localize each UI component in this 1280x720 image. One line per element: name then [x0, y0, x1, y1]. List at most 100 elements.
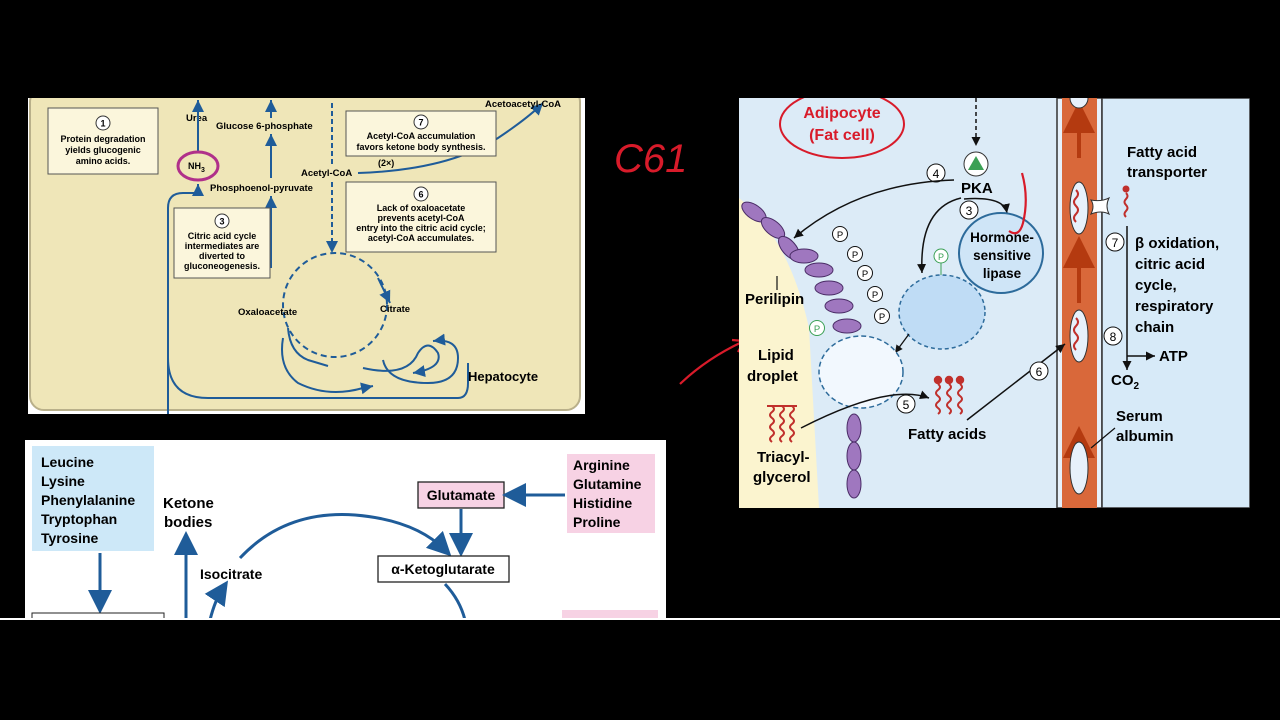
fat-region	[739, 198, 819, 508]
hepatocyte-figure: 1 Protein degradation yields glucogenic …	[29, 98, 581, 414]
amino-phenylalanine: Phenylalanine	[41, 492, 135, 508]
step-7-box: 7 Acetyl-CoA accumulation favors ketone …	[345, 110, 497, 157]
amino-leucine: Leucine	[41, 454, 94, 470]
svg-text:prevents acetyl-CoA: prevents acetyl-CoA	[377, 213, 465, 223]
fatty-acids-icon	[933, 375, 965, 415]
amino-acid-degradation-diagram: Leucine Lysine Phenylalanine Tryptophan …	[25, 440, 666, 620]
citrate-label: Citrate	[380, 304, 410, 315]
step-8-marker: 8	[1110, 330, 1117, 344]
svg-text:yields glucogenic: yields glucogenic	[65, 145, 141, 155]
serum-albumin-label: Serum	[1116, 408, 1163, 425]
svg-text:P: P	[872, 290, 878, 301]
amino-glutamine: Glutamine	[573, 476, 642, 492]
amino-proline: Proline	[573, 514, 621, 530]
glutamate-label: Glutamate	[427, 487, 496, 503]
nh3-label: NH3	[188, 161, 205, 174]
svg-text:P: P	[879, 312, 885, 323]
alpha-ketoglutarate-box	[377, 555, 510, 583]
fatty-acid-transporter-label: Fatty acid	[1127, 144, 1197, 161]
fat-cell-subtitle: (Fat cell)	[809, 127, 875, 144]
triacylglycerol-label-2: glycerol	[753, 469, 811, 486]
serum-albumin-label-2: albumin	[1116, 428, 1174, 445]
svg-text:P: P	[862, 269, 868, 280]
urea-label: Urea	[186, 113, 208, 124]
pka-triangle-icon	[968, 156, 984, 170]
step-5-marker: 5	[903, 398, 910, 412]
svg-text:3: 3	[219, 217, 224, 227]
handwritten-red-mark	[1008, 172, 1027, 235]
hepatocyte-diagram: 1 Protein degradation yields glucogenic …	[28, 98, 585, 414]
svg-text:amino acids.: amino acids.	[76, 156, 131, 166]
bottom-divider	[0, 618, 1280, 620]
perilipin-label: Perilipin	[745, 291, 804, 308]
amino-arginine: Arginine	[573, 457, 630, 473]
perilipin-chain	[741, 201, 862, 334]
hepatocyte-label: Hepatocyte	[468, 369, 538, 384]
ketone-bodies-label: Ketone	[163, 495, 214, 512]
lipid-droplet-label-2: droplet	[747, 368, 798, 385]
amino-lysine: Lysine	[41, 473, 85, 489]
adipocyte-diagram: Fatty acid transporter 7 β oxidation, ci…	[739, 98, 1250, 508]
svg-text:6: 6	[418, 190, 423, 200]
svg-text:acetyl-CoA accumulates.: acetyl-CoA accumulates.	[368, 233, 474, 243]
hsl-label-3: lipase	[983, 266, 1022, 281]
acetoacetyl-coa-label: Acetoacetyl-CoA	[485, 99, 561, 110]
step-4-marker: 4	[933, 167, 940, 181]
svg-text:gluconeogenesis.: gluconeogenesis.	[184, 261, 260, 271]
lipid-droplet	[818, 335, 904, 409]
fatty-acids-label: Fatty acids	[908, 426, 986, 443]
adipocyte-title: Adipocyte	[803, 105, 880, 122]
amino-histidine: Histidine	[573, 495, 632, 511]
two-x-label: (2×)	[378, 158, 394, 168]
step-3-box: 3 Citric acid cycle intermediates are di…	[173, 207, 271, 279]
co2-label: CO2	[1111, 372, 1140, 392]
svg-text:1: 1	[100, 119, 105, 129]
atp-label: ATP	[1159, 348, 1188, 365]
fatty-acid-transporter-label-2: transporter	[1127, 164, 1207, 181]
citric-acid-label: citric acid	[1135, 256, 1205, 273]
perilipin-phosphates: P P P P P P	[809, 226, 890, 336]
ketogenic-amino-acids-box	[32, 446, 154, 551]
adipocyte-title-circle	[779, 98, 905, 159]
svg-text:C61: C61	[614, 137, 687, 181]
acetyl-coa-label: Acetyl-CoA	[301, 168, 352, 179]
lipid-droplet-label: Lipid	[758, 347, 794, 364]
step-6-marker: 6	[1036, 365, 1043, 379]
hormone-sensitive-lipase	[958, 212, 1044, 294]
isocitrate-label: Isocitrate	[200, 566, 262, 582]
oxaloacetate-label: Oxaloacetate	[238, 307, 297, 318]
glucose-6-phosphate-label: Glucose 6-phosphate	[216, 121, 313, 132]
citric-acid-cycle	[282, 252, 388, 358]
svg-text:P: P	[837, 230, 843, 241]
svg-text:favors ketone body synthesis.: favors ketone body synthesis.	[356, 142, 485, 152]
svg-text:Protein degradation: Protein degradation	[60, 134, 145, 144]
adipocyte-figure: Fatty acid transporter 7 β oxidation, ci…	[739, 98, 1250, 508]
glucogenic-amino-acids-box	[567, 454, 655, 533]
lower-perilipin	[846, 413, 862, 499]
svg-text:Lack of oxaloacetate: Lack of oxaloacetate	[377, 203, 466, 213]
fatty-acid-transporter	[1089, 196, 1111, 216]
step-7-marker: 7	[1112, 236, 1119, 250]
chain-label: chain	[1135, 319, 1174, 336]
hsl-label-2: sensitive	[973, 248, 1031, 263]
svg-text:7: 7	[418, 118, 423, 128]
phosphorylated-hsl	[898, 274, 986, 350]
cycle-label: cycle,	[1135, 277, 1177, 294]
step-3-marker: 3	[966, 204, 973, 218]
amino-tyrosine: Tyrosine	[41, 530, 99, 546]
pka-label: PKA	[961, 180, 993, 197]
phosphoenolpyruvate-label: Phosphoenol-pyruvate	[210, 183, 313, 194]
handwritten-circle	[176, 150, 220, 182]
p-hsl-marker: P	[938, 252, 944, 262]
svg-text:P: P	[814, 324, 820, 335]
svg-text:intermediates are: intermediates are	[185, 241, 260, 251]
svg-text:Citric acid cycle: Citric acid cycle	[188, 231, 257, 241]
step-1-box: 1 Protein degradation yields glucogenic …	[47, 107, 159, 175]
handwritten-red-arrow	[679, 338, 746, 385]
triacylglycerol-icon	[767, 405, 797, 443]
triacylglycerol-label: Triacyl-	[757, 449, 810, 466]
svg-text:diverted to: diverted to	[199, 251, 246, 261]
beta-oxidation-label: β oxidation,	[1135, 235, 1219, 252]
svg-text:P: P	[852, 250, 858, 261]
amino-tryptophan: Tryptophan	[41, 511, 117, 527]
